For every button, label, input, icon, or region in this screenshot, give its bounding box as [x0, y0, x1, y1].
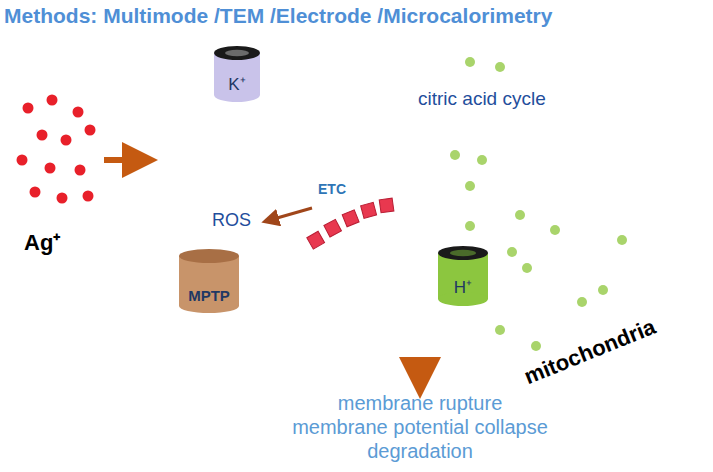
mptp-pore: MPTP	[178, 248, 240, 314]
silver-ions	[17, 95, 96, 204]
ros-arrow	[270, 208, 312, 220]
etc-label: ETC	[318, 181, 346, 197]
title: Methods: Multimode /TEM /Electrode /Micr…	[4, 4, 552, 28]
outcome-text: membrane potential collapse	[120, 416, 713, 439]
etc-complexes	[307, 198, 394, 249]
outcome-text: membrane rupture	[120, 392, 713, 415]
node-label: H⁺	[437, 275, 489, 298]
ros-label: ROS	[212, 210, 251, 231]
proton-channel: H⁺	[437, 245, 489, 307]
result-arrow	[417, 368, 424, 378]
node-label: citric acid cycle	[418, 88, 546, 110]
potassium-channel: K⁺	[213, 45, 261, 103]
channel-shape	[178, 248, 240, 314]
mitochondrion-outline: mitochondriacitric acid cycleK⁺H⁺MPTP	[165, 45, 675, 365]
matrix-inner-membrane: citric acid cycle K⁺ H⁺	[165, 45, 675, 365]
outcome-text: degradation	[120, 440, 713, 463]
channel-shape	[213, 45, 261, 103]
node-label: mitochondria	[521, 314, 660, 390]
node-label: MPTP	[178, 287, 240, 304]
entry-arrow	[104, 157, 140, 163]
channel-shape	[437, 245, 489, 307]
ion-label: Ag⁺	[24, 226, 60, 256]
node-label: K⁺	[213, 72, 261, 95]
